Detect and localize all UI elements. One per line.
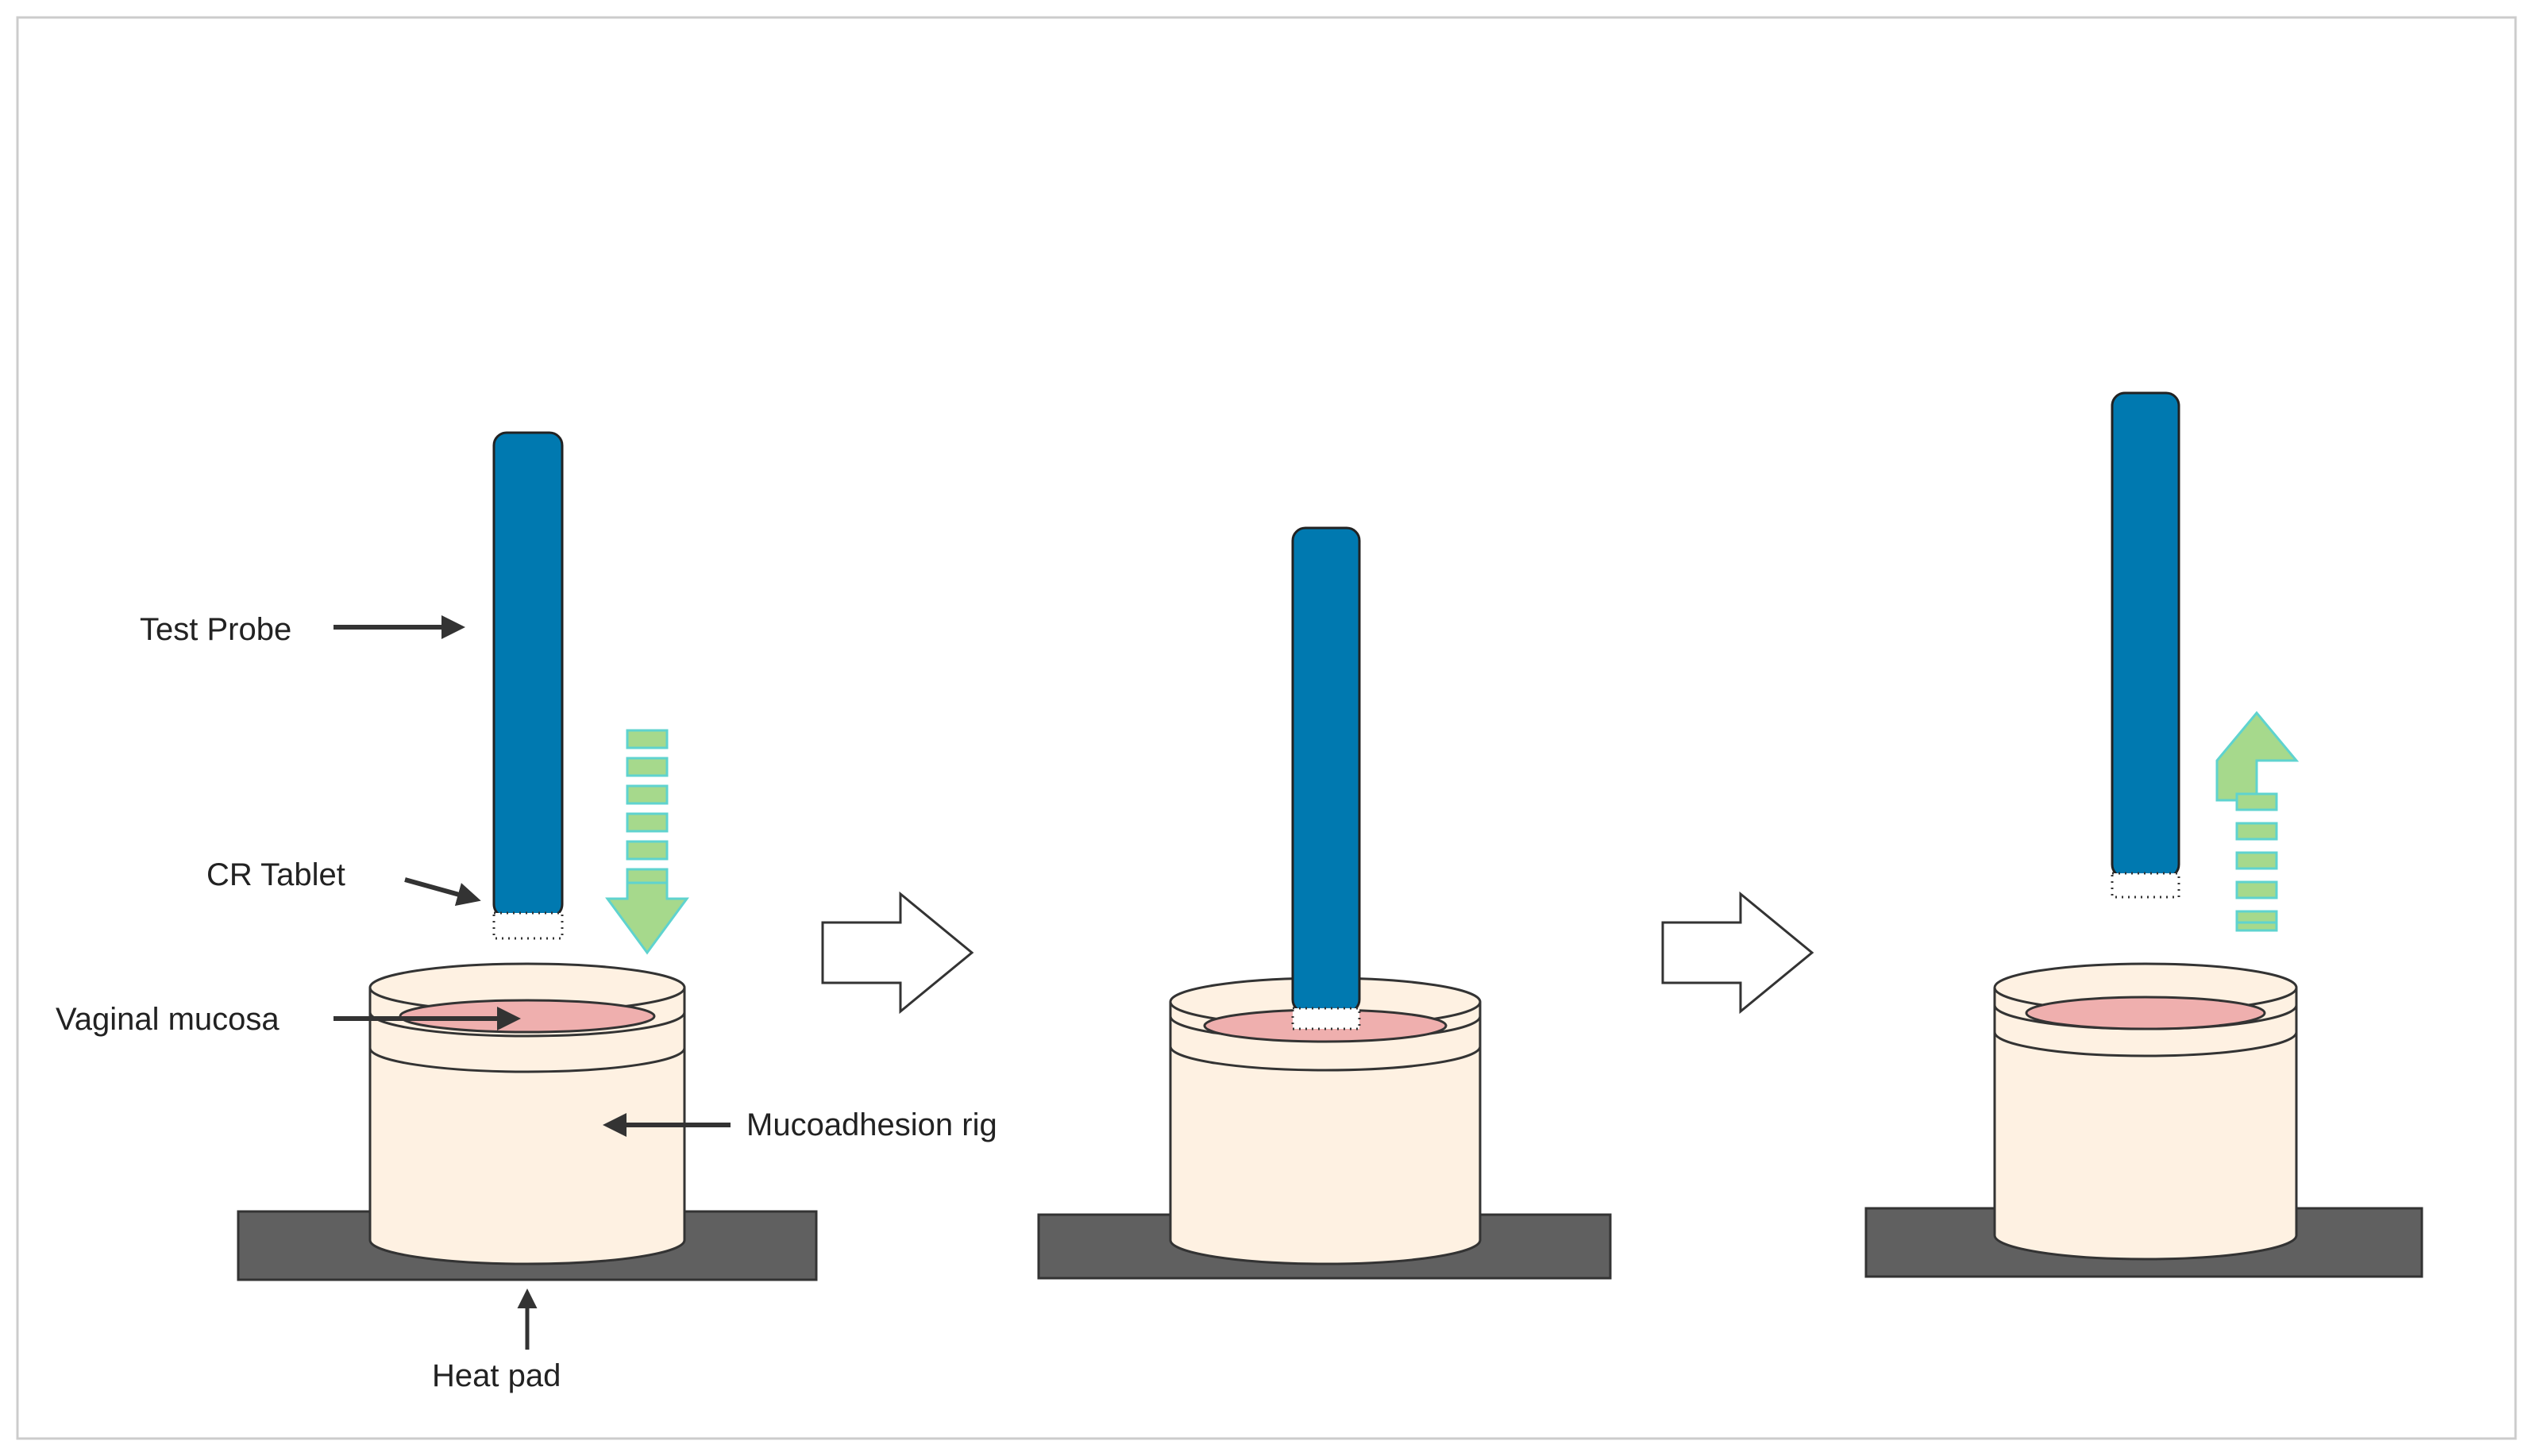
hollow-right-arrow-icon xyxy=(821,891,974,1015)
vaginal-mucosa-label: Vaginal mucosa xyxy=(56,1002,280,1037)
test-probe xyxy=(2111,391,2180,879)
mucoadhesion-rig xyxy=(368,962,686,1265)
vaginal-mucosa-tissue xyxy=(2025,996,2266,1030)
test-probe xyxy=(1291,526,1361,1014)
hollow-right-arrow-icon xyxy=(1661,891,1814,1015)
stage-3-detach xyxy=(1864,391,2423,1278)
mucoadhesion-rig-label: Mucoadhesion rig xyxy=(746,1107,997,1142)
cr-tablet-label: CR Tablet xyxy=(206,857,345,892)
dashed-up-arrow-icon xyxy=(2215,711,2300,932)
mucoadhesion-rig xyxy=(1169,976,1482,1265)
figure-frame xyxy=(16,16,2517,1440)
stage-2-contact xyxy=(1037,526,1612,1280)
cr-tablet xyxy=(1291,1007,1361,1030)
heat-pad-label: Heat pad xyxy=(432,1358,561,1393)
cr-tablet-pointer xyxy=(404,877,481,907)
test-probe xyxy=(492,431,564,919)
mucoadhesion-rig xyxy=(1993,962,2298,1261)
cr-tablet xyxy=(2111,872,2180,899)
stage-1-approach: Test Probe CR Tablet Vaginal mucosa Muco… xyxy=(56,431,997,1393)
dashed-down-arrow-icon xyxy=(605,729,689,955)
cr-tablet xyxy=(492,911,564,940)
test-probe-label: Test Probe xyxy=(140,612,291,647)
